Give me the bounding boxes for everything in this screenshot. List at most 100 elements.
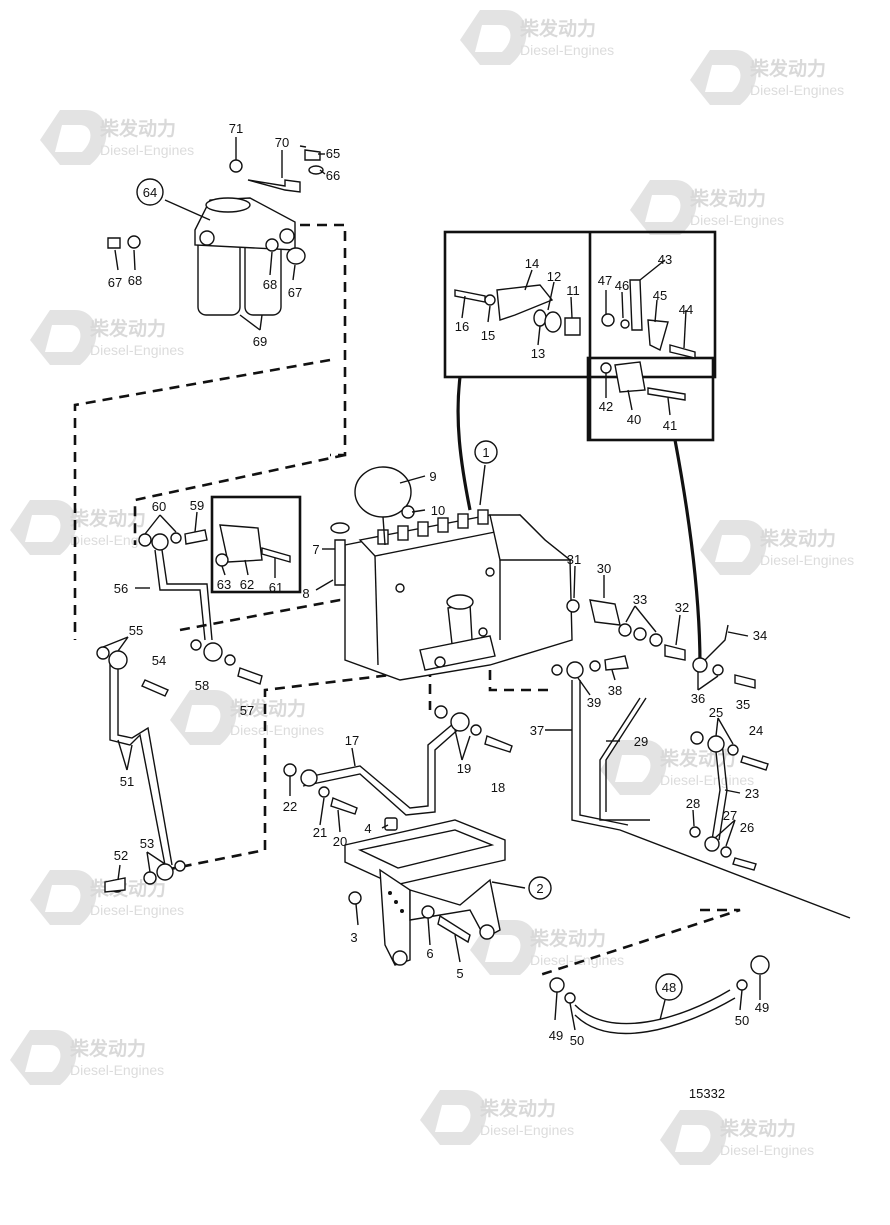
callout-rings xyxy=(136,178,683,1001)
callout-54: 54 xyxy=(152,653,166,668)
callout-71: 71 xyxy=(229,121,243,136)
callout-30: 30 xyxy=(597,561,611,576)
mounting-bracket xyxy=(344,817,506,966)
callout-18: 18 xyxy=(491,780,505,795)
watermark-logo: 柴发动力 Diesel-Engines xyxy=(40,110,194,165)
callout-70: 70 xyxy=(275,135,289,150)
callout-39: 39 xyxy=(587,695,601,710)
callout-4: 4 xyxy=(364,821,371,836)
delivery-valves xyxy=(377,509,489,545)
callout-17: 17 xyxy=(345,733,359,748)
watermark-logo: 柴发动力 Diesel-Engines xyxy=(420,1090,574,1145)
watermark-subtitle: Diesel-Engines xyxy=(720,1142,814,1158)
callout-44: 44 xyxy=(679,302,693,317)
callout-49-left: 49 xyxy=(549,1028,563,1043)
callout-6: 6 xyxy=(426,946,433,961)
inset-detail-boxes xyxy=(210,230,717,594)
callout-55: 55 xyxy=(129,623,143,638)
callout-62: 62 xyxy=(240,577,254,592)
callout-21: 21 xyxy=(313,825,327,840)
callout-34: 34 xyxy=(753,628,767,643)
callout-59: 59 xyxy=(190,498,204,513)
callout-23: 23 xyxy=(745,786,759,801)
watermark-logo: 柴发动力 Diesel-Engines xyxy=(460,10,614,65)
callout-19: 19 xyxy=(457,761,471,776)
callout-61: 61 xyxy=(269,580,283,595)
callout-31: 31 xyxy=(567,552,581,567)
watermark-subtitle: Diesel-Engines xyxy=(760,552,854,568)
callout-48: 48 xyxy=(662,980,676,995)
watermark-title: 柴发动力 xyxy=(479,1097,556,1120)
callout-56: 56 xyxy=(114,581,128,596)
callout-64: 64 xyxy=(143,185,157,200)
inset-leader-lines xyxy=(456,376,702,666)
watermark-logo: 柴发动力 Diesel-Engines xyxy=(630,180,784,235)
callout-52: 52 xyxy=(114,848,128,863)
watermark-subtitle: Diesel-Engines xyxy=(90,902,184,918)
drawing-number: 15332 xyxy=(689,1086,725,1101)
watermark-subtitle: Diesel-Engines xyxy=(70,1062,164,1078)
callout-43: 43 xyxy=(658,252,672,267)
callout-68-right: 68 xyxy=(263,277,277,292)
watermark-layer: 柴发动力 Diesel-Engines 柴发动力 Diesel-Engines … xyxy=(10,10,854,1165)
callout-67-left: 67 xyxy=(108,275,122,290)
callout-labels: 1 2 3 4 5 6 7 8 9 10 11 12 13 14 15 16 1… xyxy=(108,121,769,1048)
watermark-title: 柴发动力 xyxy=(689,187,766,210)
watermark-title: 柴发动力 xyxy=(99,117,176,140)
watermark-title: 柴发动力 xyxy=(759,527,836,550)
callout-20: 20 xyxy=(333,834,347,849)
callout-8: 8 xyxy=(302,586,309,601)
watermark-title: 柴发动力 xyxy=(529,927,606,950)
callout-5: 5 xyxy=(456,966,463,981)
watermark-title: 柴发动力 xyxy=(69,1037,146,1060)
callout-51: 51 xyxy=(120,774,134,789)
watermark-logo: 柴发动力 Diesel-Engines xyxy=(10,1030,164,1085)
callout-41: 41 xyxy=(663,418,677,433)
callout-26: 26 xyxy=(740,820,754,835)
watermark-logo: 柴发动力 Diesel-Engines xyxy=(690,50,844,105)
fuel-filter xyxy=(107,149,324,316)
callout-37: 37 xyxy=(530,723,544,738)
callout-50-right: 50 xyxy=(735,1013,749,1028)
callout-53: 53 xyxy=(140,836,154,851)
callout-45: 45 xyxy=(653,288,667,303)
watermark-subtitle: Diesel-Engines xyxy=(520,42,614,58)
callout-1: 1 xyxy=(482,445,489,460)
callout-12: 12 xyxy=(547,269,561,284)
watermark-subtitle: Diesel-Engines xyxy=(690,212,784,228)
callout-24: 24 xyxy=(749,723,763,738)
callout-67-right: 67 xyxy=(288,285,302,300)
callout-63: 63 xyxy=(217,577,231,592)
watermark-subtitle: Diesel-Engines xyxy=(660,772,754,788)
callout-35: 35 xyxy=(736,697,750,712)
watermark-title: 柴发动力 xyxy=(69,507,146,530)
callout-42: 42 xyxy=(599,399,613,414)
callout-36: 36 xyxy=(691,691,705,706)
callout-25: 25 xyxy=(709,705,723,720)
callout-14: 14 xyxy=(525,256,539,271)
callout-10: 10 xyxy=(431,503,445,518)
callout-7: 7 xyxy=(312,542,319,557)
watermark-title: 柴发动力 xyxy=(719,1117,796,1140)
callout-15: 15 xyxy=(481,328,495,343)
watermark-logo: 柴发动力 Diesel-Engines xyxy=(700,520,854,575)
callout-9: 9 xyxy=(429,469,436,484)
watermark-logo: 柴发动力 Diesel-Engines xyxy=(170,690,324,745)
leader-lines xyxy=(102,137,761,1031)
callout-68-left: 68 xyxy=(128,273,142,288)
callout-65: 65 xyxy=(326,146,340,161)
callout-27: 27 xyxy=(723,808,737,823)
callout-58: 58 xyxy=(195,678,209,693)
watermark-title: 柴发动力 xyxy=(229,697,306,720)
watermark-subtitle: Diesel-Engines xyxy=(530,952,624,968)
watermark-logo: 柴发动力 Diesel-Engines xyxy=(660,1110,814,1165)
watermark-logo: 柴发动力 Diesel-Engines xyxy=(30,310,184,365)
callout-66: 66 xyxy=(326,168,340,183)
watermark-logo: 柴发动力 Diesel-Engines xyxy=(10,500,164,555)
callout-40: 40 xyxy=(627,412,641,427)
watermark-title: 柴发动力 xyxy=(89,317,166,340)
callout-16: 16 xyxy=(455,319,469,334)
callout-69: 69 xyxy=(253,334,267,349)
callout-33: 33 xyxy=(633,592,647,607)
